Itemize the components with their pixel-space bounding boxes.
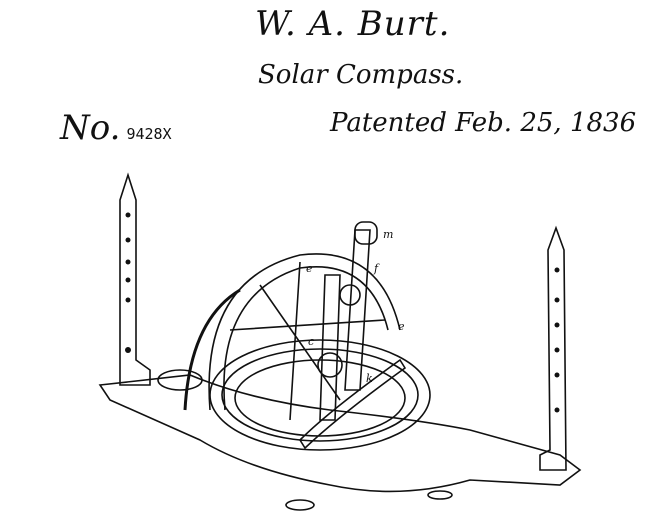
left-vane-holes: [125, 213, 131, 354]
left-sight-vane: [120, 175, 150, 385]
label-k: k: [366, 372, 373, 385]
label-e-lower: e: [398, 320, 405, 333]
label-c: c: [308, 335, 314, 348]
base-plate: [100, 375, 580, 491]
label-e-upper: e: [306, 262, 313, 275]
label-m: m: [383, 228, 393, 241]
right-vane-holes: [555, 268, 560, 413]
label-f: f: [373, 262, 380, 275]
right-sight-vane: [540, 228, 566, 470]
